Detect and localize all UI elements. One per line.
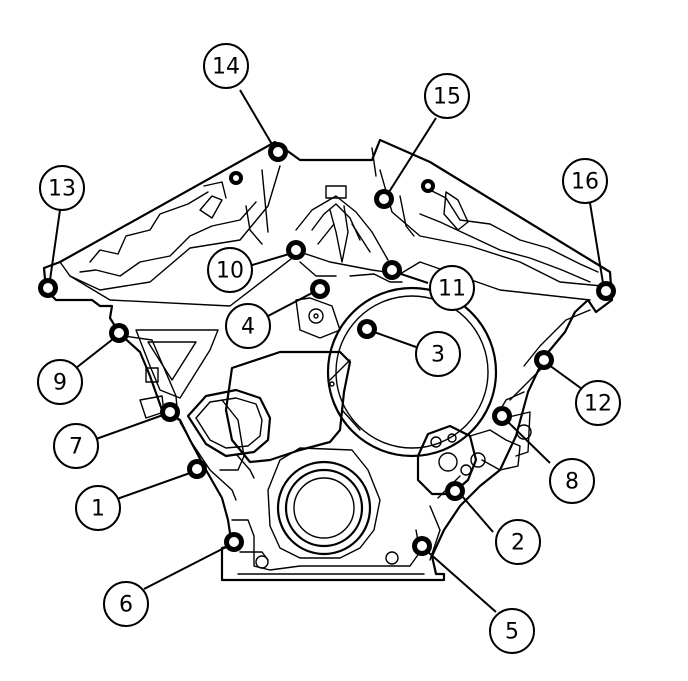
- callout-label-4: 4: [241, 315, 255, 340]
- callout-16: 16: [562, 158, 608, 204]
- bolt-10: [286, 240, 306, 260]
- leader-11: [397, 272, 429, 284]
- callout-8: 8: [549, 458, 595, 504]
- small-boss: [421, 179, 435, 193]
- bolt-1: [187, 459, 207, 479]
- leader-13: [49, 209, 61, 281]
- callout-label-10: 10: [216, 259, 244, 284]
- leader-10: [248, 253, 290, 267]
- callout-6: 6: [103, 581, 149, 627]
- callout-13: 13: [39, 165, 85, 211]
- callout-10: 10: [207, 247, 253, 293]
- leader-12: [548, 364, 583, 390]
- callout-label-7: 7: [69, 435, 83, 460]
- callout-label-3: 3: [431, 343, 445, 368]
- leader-14: [239, 89, 274, 147]
- bolt-15: [374, 189, 394, 209]
- callout-label-12: 12: [584, 392, 612, 417]
- callout-label-8: 8: [565, 470, 579, 495]
- bolt-16: [596, 281, 616, 301]
- callout-label-2: 2: [511, 531, 525, 556]
- callout-label-13: 13: [48, 177, 76, 202]
- callout-3: 3: [415, 331, 461, 377]
- callout-12: 12: [575, 380, 621, 426]
- bolt-5: [412, 536, 432, 556]
- leader-16: [589, 202, 604, 284]
- callout-label-11: 11: [438, 277, 466, 302]
- leader-2: [461, 495, 494, 533]
- bolt-7: [160, 402, 180, 422]
- bolt-3: [357, 319, 377, 339]
- callout-label-16: 16: [571, 170, 599, 195]
- callouts: 1 2 3 4 5 6 7 8 9 10 11 12 13 14 15 16: [37, 43, 621, 654]
- leader-8: [507, 421, 551, 464]
- leader-9: [75, 338, 114, 369]
- callout-4: 4: [225, 303, 271, 349]
- timing-cover-outline: [42, 138, 614, 582]
- leader-7: [95, 414, 164, 440]
- callout-15: 15: [424, 73, 470, 119]
- bolt-4: [310, 279, 330, 299]
- callout-7: 7: [53, 423, 99, 469]
- callout-label-6: 6: [119, 593, 133, 618]
- callout-9: 9: [37, 359, 83, 405]
- callout-label-14: 14: [212, 55, 240, 80]
- callout-2: 2: [495, 519, 541, 565]
- callout-label-5: 5: [505, 620, 519, 645]
- callout-5: 5: [489, 608, 535, 654]
- leader-1: [116, 472, 191, 500]
- callout-14: 14: [203, 43, 249, 89]
- leader-6: [143, 545, 229, 590]
- leader-5: [427, 551, 497, 613]
- leader-4: [267, 292, 313, 317]
- bolt-13: [38, 278, 58, 298]
- bolt-markers: [38, 142, 616, 556]
- callout-label-15: 15: [433, 85, 461, 110]
- callout-label-1: 1: [91, 497, 105, 522]
- leader-lines: [49, 89, 604, 613]
- bolt-6: [224, 532, 244, 552]
- callout-label-9: 9: [53, 371, 67, 396]
- callout-11: 11: [429, 265, 475, 311]
- bolt-8: [492, 406, 512, 426]
- leader-3: [373, 331, 417, 348]
- bolt-2: [445, 481, 465, 501]
- callout-1: 1: [75, 485, 121, 531]
- small-boss: [229, 171, 243, 185]
- leader-15: [388, 117, 437, 193]
- bolt-9: [109, 323, 129, 343]
- bolt-11: [382, 260, 402, 280]
- bolt-14: [268, 142, 288, 162]
